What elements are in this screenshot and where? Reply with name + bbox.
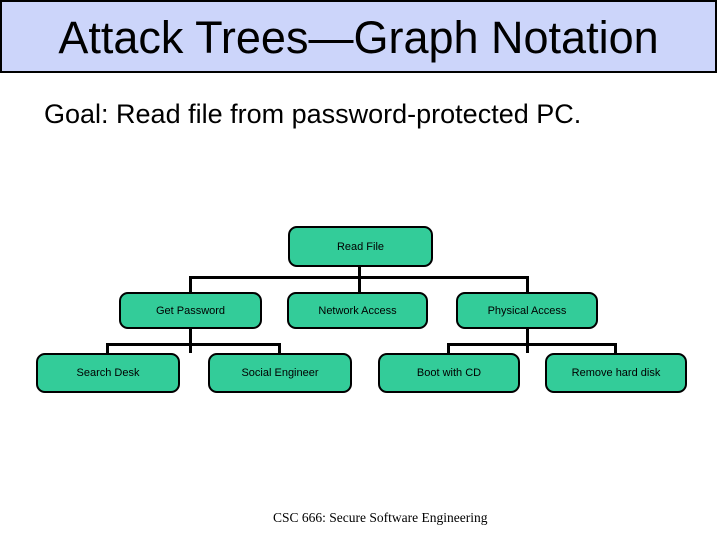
connector-get-password-stub <box>189 329 192 353</box>
tree-node-social-engineer: Social Engineer <box>208 353 352 393</box>
tree-node-label: Remove hard disk <box>571 367 661 379</box>
connector-drop-physical-access <box>526 276 529 292</box>
goal-text: Goal: Read file from password-protected … <box>44 99 582 129</box>
tree-node-search-desk: Search Desk <box>36 353 180 393</box>
tree-node-label: Get Password <box>155 304 226 317</box>
title-bar: Attack Trees—Graph Notation <box>0 0 717 73</box>
page-title: Attack Trees—Graph Notation <box>58 12 659 63</box>
connector-rail-physical-access <box>447 343 617 346</box>
tree-node-boot-with-cd: Boot with CD <box>378 353 520 393</box>
connector-drop-get-password <box>189 276 192 292</box>
connector-drop-social-engineer <box>278 343 281 353</box>
tree-node-read-file: Read File <box>288 226 433 267</box>
connector-rail-get-password <box>106 343 281 346</box>
tree-node-get-password: Get Password <box>119 292 262 329</box>
footer-text: CSC 666: Secure Software Engineering <box>273 510 488 525</box>
tree-node-label: Network Access <box>318 304 397 317</box>
tree-node-label: Physical Access <box>487 304 567 317</box>
tree-node-physical-access: Physical Access <box>456 292 598 329</box>
connector-drop-search-desk <box>106 343 109 353</box>
connector-root-stub <box>358 267 361 292</box>
connector-rail-level2 <box>189 276 529 279</box>
tree-node-label: Read File <box>336 240 385 253</box>
connector-drop-boot-with-cd <box>447 343 450 353</box>
tree-node-label: Social Engineer <box>241 367 319 379</box>
tree-node-label: Search Desk <box>76 367 140 379</box>
tree-node-label: Boot with CD <box>416 367 482 379</box>
connector-physical-access-stub <box>526 329 529 353</box>
tree-node-network-access: Network Access <box>287 292 428 329</box>
tree-node-remove-hard-disk: Remove hard disk <box>545 353 687 393</box>
connector-drop-remove-hard-disk <box>614 343 617 353</box>
